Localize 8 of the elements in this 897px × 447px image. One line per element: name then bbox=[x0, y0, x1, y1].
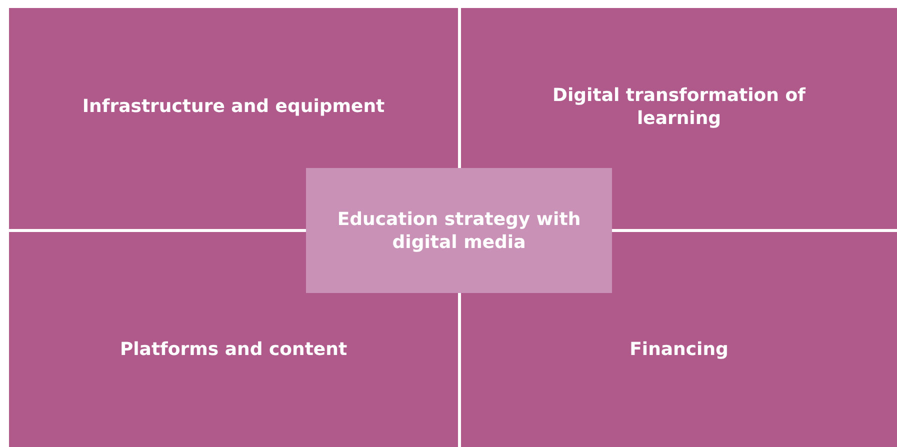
quadrant-panel bbox=[461, 232, 897, 447]
panel-label: Digital transformation of learning bbox=[552, 84, 807, 130]
panel-label: Education strategy with digital media bbox=[336, 208, 582, 254]
center-box bbox=[306, 168, 612, 293]
panel-label: Financing bbox=[630, 338, 728, 361]
panel-label: Platforms and content bbox=[120, 338, 348, 361]
quadrant-panel bbox=[9, 232, 458, 447]
panel-label: Infrastructure and equipment bbox=[82, 95, 385, 118]
